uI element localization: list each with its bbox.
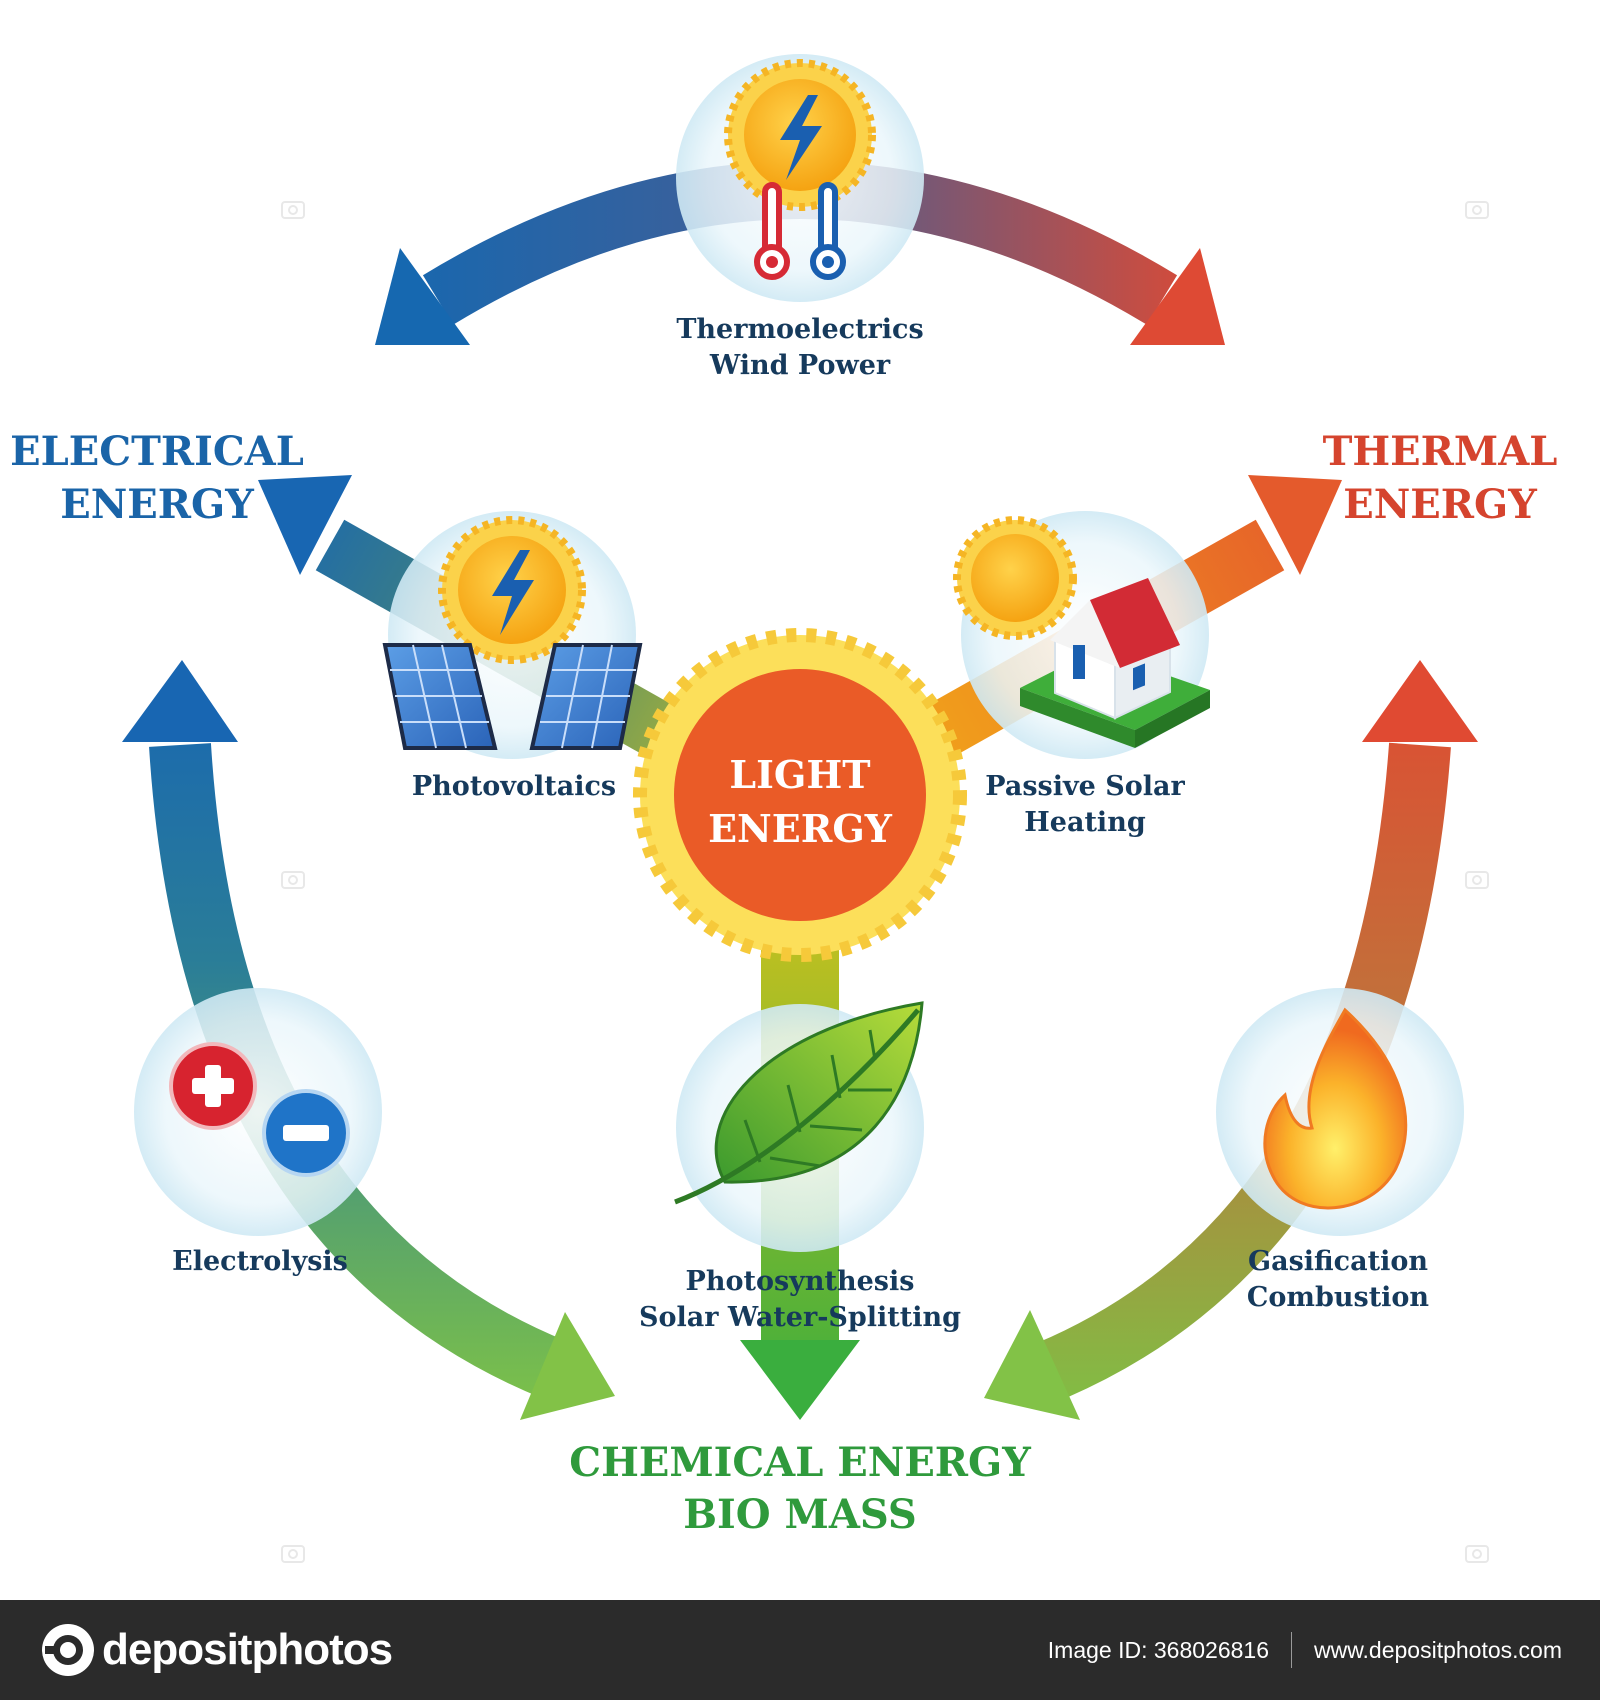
- thermal-energy-line1: THERMAL: [1323, 428, 1558, 475]
- flame-icon: [1263, 1007, 1408, 1210]
- arrow-head-spoke-electrical: [258, 475, 352, 575]
- plus-icon: [169, 1042, 257, 1130]
- thermometer-hot-icon: [754, 182, 790, 280]
- image-id: Image ID: 368026816: [1047, 1636, 1269, 1663]
- thermoelectrics-label: Thermoelectrics: [676, 314, 923, 345]
- camera-icon: [1465, 1545, 1489, 1563]
- passive-solar-label: Passive Solar: [985, 771, 1185, 802]
- camera-icon: [42, 1624, 94, 1676]
- light-energy-sun: [633, 628, 967, 962]
- gasification-label: Gasification: [1248, 1246, 1428, 1277]
- brand-name: depositphotos: [102, 1625, 393, 1674]
- combustion-label: Combustion: [1247, 1282, 1430, 1313]
- watermark: [281, 201, 1489, 1563]
- sun-bolt-icon: [724, 59, 876, 211]
- wind-power-label: Wind Power: [709, 350, 891, 381]
- arrow-head-top-right: [1130, 248, 1225, 345]
- arrow-head-spoke-thermal: [1248, 475, 1342, 575]
- electrical-energy-line1: ELECTRICAL: [10, 428, 304, 475]
- brand-logo[interactable]: depositphotos: [40, 1620, 393, 1680]
- light-energy-line2: ENERGY: [708, 806, 893, 851]
- sun-bolt-icon: [438, 516, 586, 664]
- thermometer-cold-icon: [810, 182, 846, 280]
- sun-icon: [953, 516, 1077, 640]
- solar-panel-icon: [529, 643, 643, 750]
- arrow-head-right-up: [1362, 660, 1478, 742]
- solar-panel-icon: [382, 643, 498, 750]
- arrow-head-right-down: [984, 1310, 1080, 1420]
- stock-footer: depositphotos Image ID: 368026816 www.de…: [0, 1600, 1600, 1700]
- photosynthesis-label: Photosynthesis: [686, 1266, 915, 1297]
- photovoltaics-label: Photovoltaics: [412, 771, 616, 802]
- camera-icon: [281, 201, 305, 219]
- camera-icon: [1465, 871, 1489, 889]
- chemical-energy-line1: CHEMICAL ENERGY: [569, 1439, 1031, 1486]
- arrow-head-left-down: [520, 1312, 615, 1420]
- electrical-energy-line2: ENERGY: [60, 481, 254, 528]
- arrow-head-left-up: [122, 660, 238, 742]
- camera-icon: [281, 871, 305, 889]
- bubble-electrolysis: [134, 988, 382, 1236]
- thermal-energy-line2: ENERGY: [1343, 481, 1537, 528]
- footer-divider: [1290, 1632, 1292, 1668]
- leaf-icon: [674, 1001, 924, 1205]
- website-link[interactable]: www.depositphotos.com: [1313, 1636, 1562, 1663]
- camera-icon: [1465, 201, 1489, 219]
- footer-meta: Image ID: 368026816 www.depositphotos.co…: [1048, 1630, 1562, 1670]
- water-splitting-label: Solar Water-Splitting: [639, 1302, 961, 1333]
- chemical-energy-line2: BIO MASS: [683, 1491, 917, 1538]
- light-energy-line1: LIGHT: [729, 752, 870, 797]
- arrow-head-spoke-chemical: [740, 1340, 860, 1420]
- camera-icon: [281, 1545, 305, 1563]
- minus-icon: [262, 1089, 350, 1177]
- heating-label: Heating: [1024, 807, 1146, 838]
- house-icon: [1020, 578, 1210, 748]
- arrow-head-top-left: [375, 248, 470, 345]
- electrolysis-label: Electrolysis: [172, 1246, 348, 1277]
